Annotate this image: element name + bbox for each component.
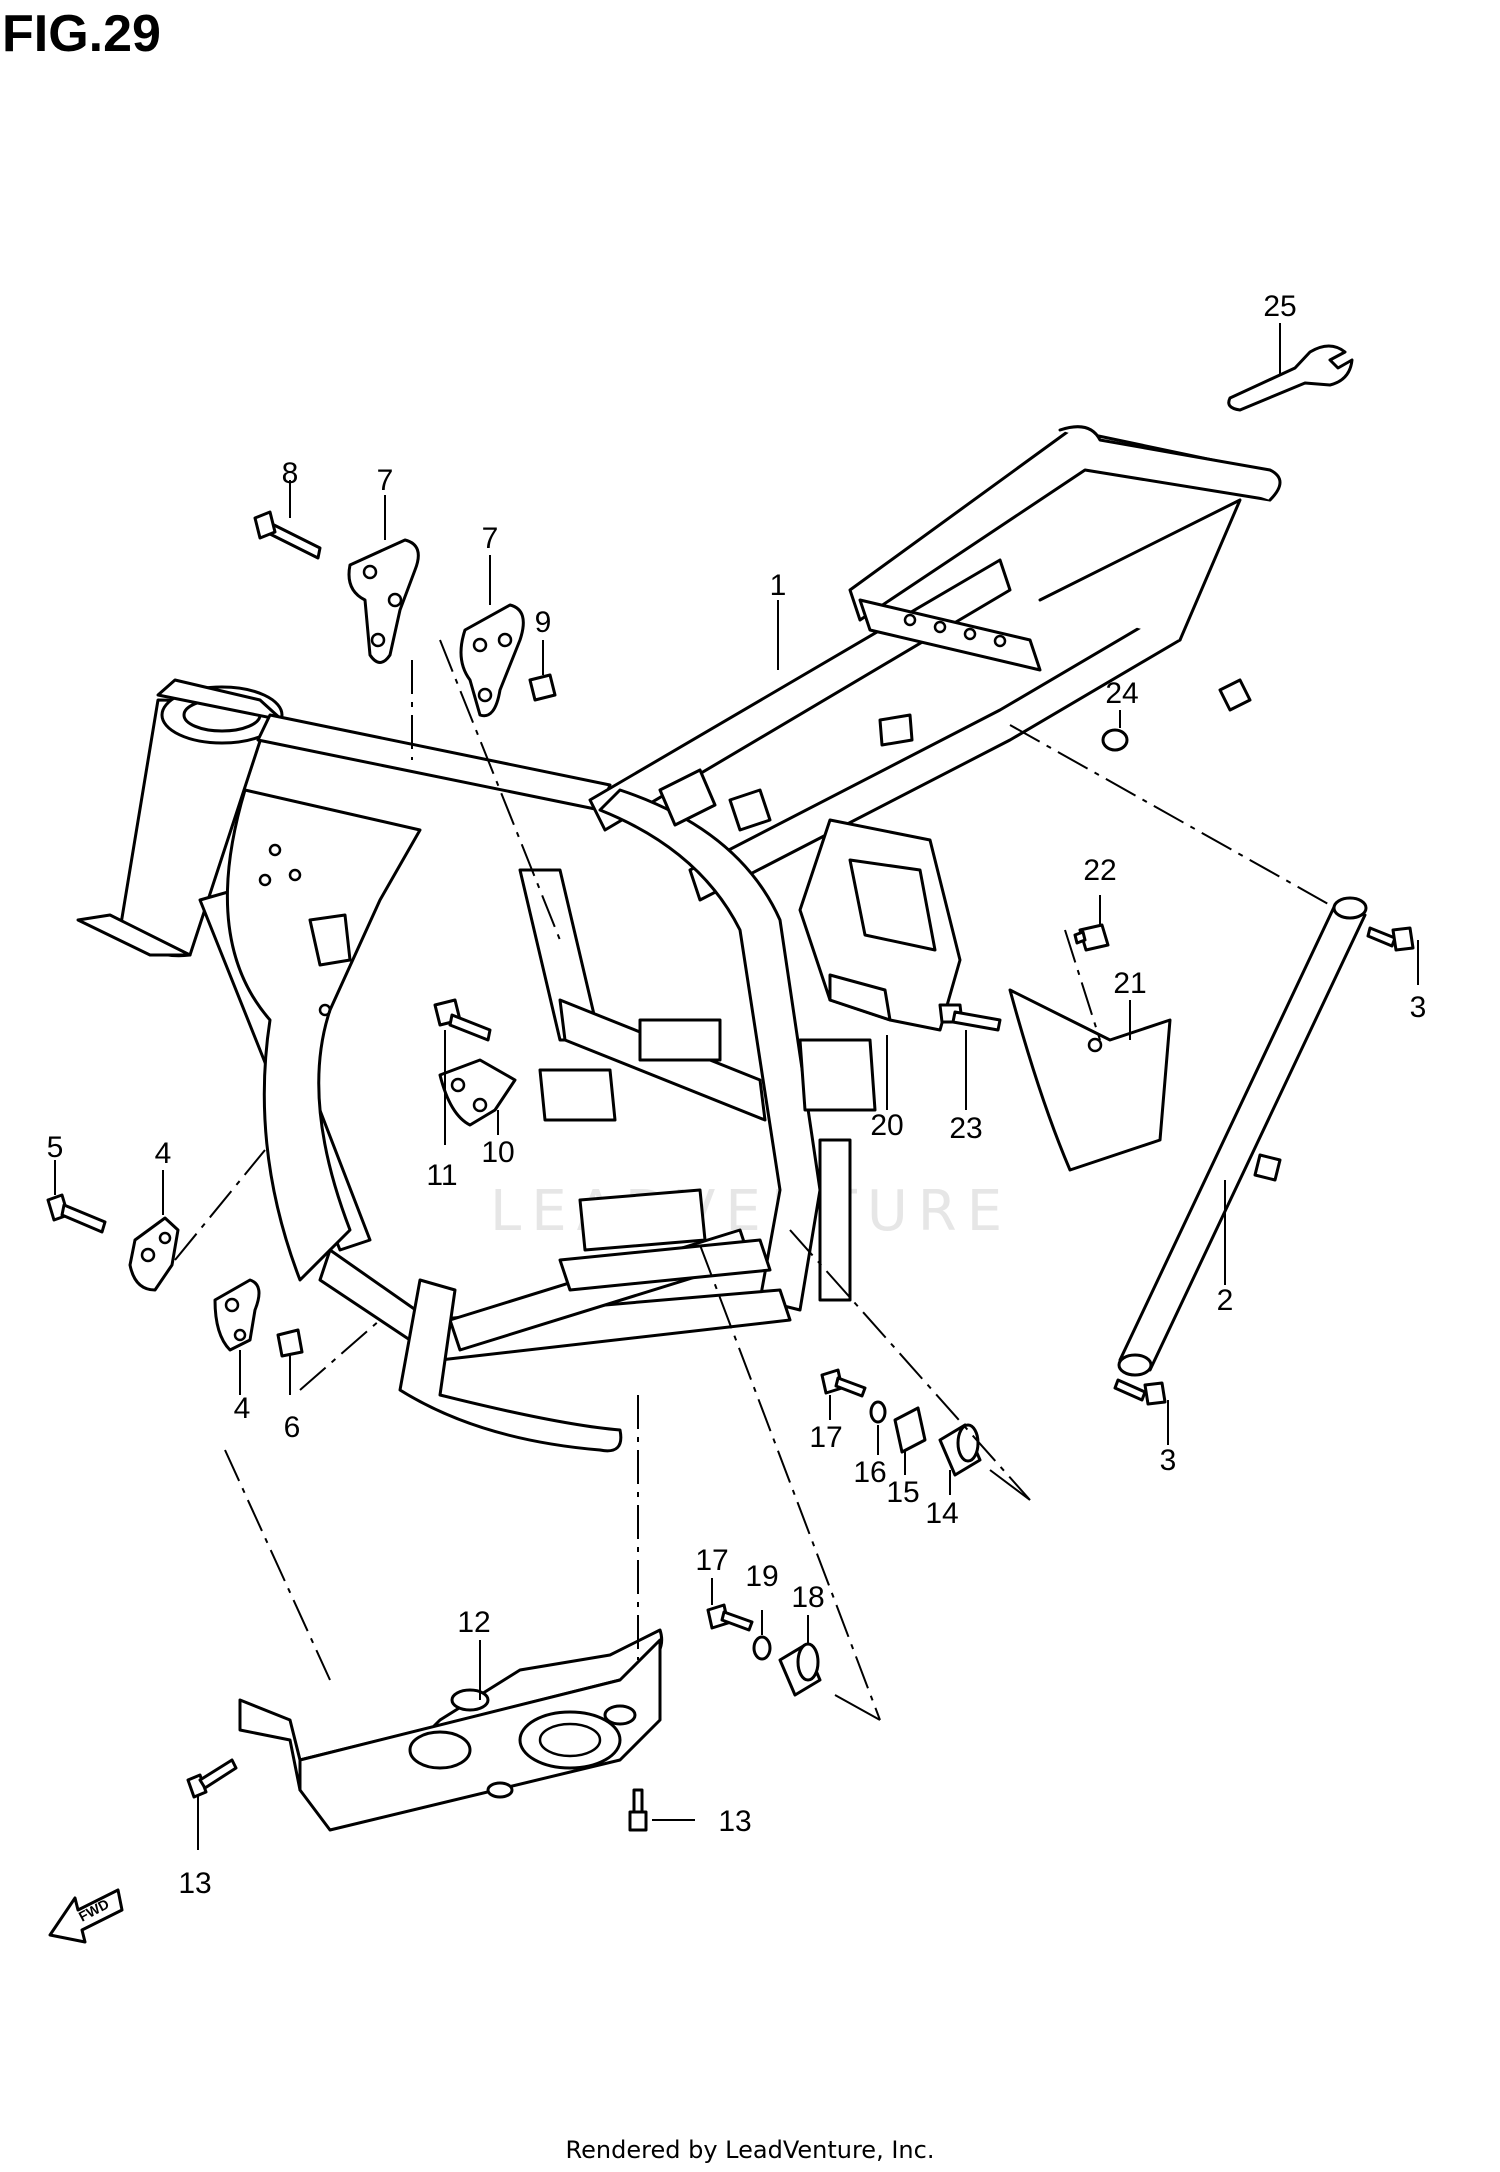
callout-1: 1: [770, 569, 787, 602]
skid-plate-part-12[interactable]: [238, 1628, 663, 1832]
callout-23: 23: [949, 1112, 982, 1145]
washer-part-16[interactable]: [869, 1400, 887, 1424]
callout-15: 15: [886, 1476, 919, 1509]
callout-14: 14: [925, 1497, 958, 1530]
nut-part-9[interactable]: [528, 673, 557, 702]
callout-17b: 17: [695, 1544, 728, 1577]
side-rail-part-2[interactable]: [1117, 896, 1368, 1377]
callout-4a: 4: [155, 1137, 172, 1170]
callout-13b: 13: [718, 1805, 751, 1838]
footer-credit: Rendered by LeadVenture, Inc.: [565, 2136, 935, 2164]
bushing-part-18[interactable]: [778, 1642, 822, 1697]
callout-16: 16: [853, 1456, 886, 1489]
bracket-part-4b[interactable]: [213, 1278, 261, 1352]
fwd-arrow-icon: FWD: [48, 1888, 124, 1944]
main-frame[interactable]: [76, 425, 1282, 1453]
callout-7b: 7: [482, 522, 499, 555]
callout-19: 19: [745, 1560, 778, 1593]
bolt-part-3a[interactable]: [1366, 926, 1415, 952]
callout-10: 10: [481, 1136, 514, 1169]
callout-20: 20: [870, 1109, 903, 1142]
bolt-part-13a[interactable]: [186, 1758, 238, 1799]
callout-7a: 7: [377, 464, 394, 497]
callout-3b: 3: [1160, 1444, 1177, 1477]
box-part-20[interactable]: [798, 818, 962, 1032]
callout-2: 2: [1217, 1284, 1234, 1317]
cover-part-21[interactable]: [1008, 988, 1172, 1172]
bolt-part-22[interactable]: [1073, 923, 1110, 952]
leader-lines: [54, 323, 1419, 1850]
bracket-part-4a[interactable]: [128, 1216, 180, 1292]
figure-title: FIG.29: [2, 5, 161, 63]
callout-9: 9: [535, 606, 552, 639]
bolt-part-17a[interactable]: [820, 1368, 867, 1398]
callout-labels: 1 2 3 3 4 4 5 6 7 7 8 9 10 11 12 13 13 1…: [47, 290, 1427, 1900]
callout-18: 18: [791, 1581, 824, 1614]
bolt-part-5[interactable]: [46, 1193, 107, 1234]
bolt-part-13b[interactable]: [628, 1788, 648, 1832]
bracket-part-7a[interactable]: [347, 538, 420, 664]
callout-3a: 3: [1410, 991, 1427, 1024]
callout-5: 5: [47, 1131, 64, 1164]
washer-part-19[interactable]: [752, 1635, 772, 1661]
callout-24: 24: [1105, 677, 1138, 710]
bolt-part-23[interactable]: [938, 1003, 1002, 1032]
bracket-part-7b[interactable]: [459, 603, 525, 718]
bracket-part-10[interactable]: [438, 1058, 517, 1127]
collar-part-15[interactable]: [893, 1406, 927, 1454]
callout-21: 21: [1113, 967, 1146, 1000]
cap-part-24[interactable]: [1101, 728, 1129, 752]
bolt-part-8[interactable]: [253, 510, 322, 560]
callout-4b: 4: [234, 1392, 251, 1425]
callout-6: 6: [284, 1411, 301, 1444]
dash-lines: [174, 639, 1331, 1721]
bolt-part-17b[interactable]: [706, 1603, 754, 1632]
watermark: LEADVENTURE: [490, 1179, 1012, 1244]
callout-8: 8: [282, 457, 299, 490]
callout-11: 11: [426, 1159, 457, 1192]
spanner-part-25[interactable]: [1227, 344, 1354, 412]
callout-25: 25: [1263, 290, 1296, 323]
callout-22: 22: [1083, 854, 1116, 887]
bolt-part-3b[interactable]: [1113, 1378, 1167, 1406]
bolt-part-11[interactable]: [433, 998, 492, 1042]
callout-13a: 13: [178, 1867, 211, 1900]
callout-12: 12: [457, 1606, 490, 1639]
nut-part-6[interactable]: [276, 1328, 304, 1358]
callout-17a: 17: [809, 1421, 842, 1454]
bushing-part-14[interactable]: [938, 1423, 982, 1477]
